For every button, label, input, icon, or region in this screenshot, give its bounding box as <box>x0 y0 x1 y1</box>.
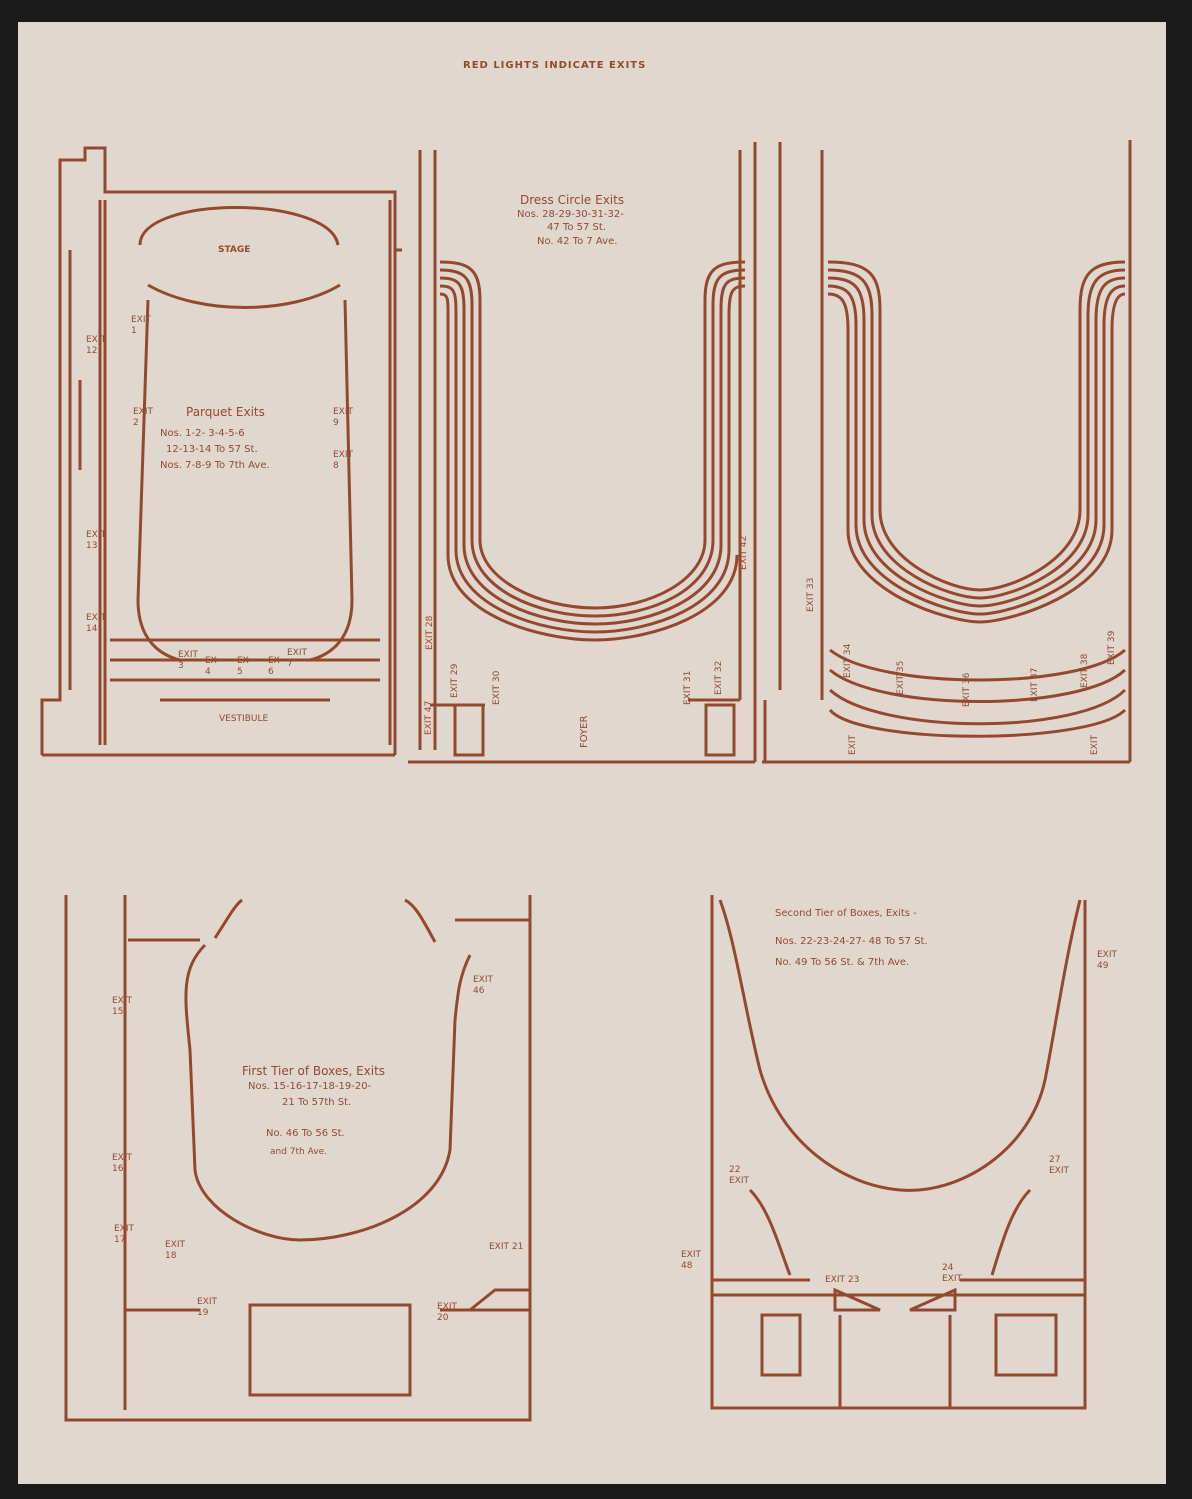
vestibule-label: VESTIBULE <box>219 714 269 724</box>
second-tier-line-2: No. 49 To 56 St. & 7th Ave. <box>775 957 910 968</box>
page-header: RED LIGHTS INDICATE EXITS <box>463 60 647 71</box>
exit-29: EXIT 29 <box>450 663 460 698</box>
exit-33: EXIT 33 <box>806 577 816 612</box>
exit-48: EXIT 48 <box>681 1250 702 1272</box>
exit-23: EXIT 23 <box>825 1275 860 1285</box>
exit-20: EXIT 20 <box>437 1302 458 1324</box>
balcony-plan <box>762 140 1132 764</box>
exit-24: 24 EXIT <box>942 1263 963 1285</box>
exit-4: EX 4 <box>205 656 217 678</box>
exit-9: EXIT 9 <box>333 407 354 429</box>
first-tier-line-1: Nos. 15-16-17-18-19-20- <box>248 1081 372 1092</box>
exit-27: 27 EXIT <box>1049 1155 1070 1177</box>
exit-6: EX 6 <box>268 656 280 678</box>
exit-31: EXIT 31 <box>683 670 693 705</box>
program-page <box>18 22 1166 1484</box>
exit-21: EXIT 21 <box>489 1242 524 1252</box>
exit-16: EXIT 16 <box>112 1153 133 1175</box>
exit-36: EXIT 36 <box>962 672 972 707</box>
exit-32: EXIT 32 <box>714 660 724 695</box>
exit-46: EXIT 46 <box>473 975 494 997</box>
exit-30: EXIT 30 <box>492 670 502 705</box>
first-tier-title: First Tier of Boxes, Exits <box>242 1064 386 1078</box>
exit-18: EXIT 18 <box>165 1240 186 1262</box>
first-tier-line-2: 21 To 57th St. <box>282 1097 352 1108</box>
first-tier-line-3: No. 46 To 56 St. <box>266 1128 345 1139</box>
exit-balcony-left: EXIT <box>848 734 858 755</box>
dress-circle-line-1: Nos. 28-29-30-31-32- <box>517 209 624 220</box>
exit-12: EXIT 12 <box>86 335 107 357</box>
dress-circle-line-3: No. 42 To 7 Ave. <box>537 236 618 247</box>
exit-49: EXIT 49 <box>1097 950 1118 972</box>
exit-15: EXIT 15 <box>112 996 133 1018</box>
dress-circle-title: Dress Circle Exits <box>520 193 625 207</box>
parquet-title: Parquet Exits <box>186 405 265 419</box>
parquet-line-1: Nos. 1-2- 3-4-5-6 <box>160 428 245 439</box>
exit-22: 22 EXIT <box>729 1165 750 1187</box>
foyer-label: FOYER <box>579 715 590 748</box>
exit-balcony-right: EXIT <box>1090 734 1100 755</box>
second-tier-plan <box>710 895 1087 1410</box>
exit-37: EXIT 37 <box>1030 667 1040 702</box>
second-tier-line-1: Nos. 22-23-24-27- 48 To 57 St. <box>775 936 928 947</box>
stage-label: STAGE <box>218 245 251 255</box>
exit-1: EXIT 1 <box>131 315 152 337</box>
exit-7: EXIT 7 <box>287 648 308 670</box>
exit-19: EXIT 19 <box>197 1297 218 1319</box>
first-tier-plan <box>64 895 532 1422</box>
exit-17: EXIT 17 <box>114 1224 135 1246</box>
exit-47: EXIT 47 <box>424 700 434 735</box>
exit-34: EXIT 34 <box>843 643 853 678</box>
second-tier-title: Second Tier of Boxes, Exits - <box>775 908 917 919</box>
dress-circle-plan <box>408 142 757 764</box>
exit-42: EXIT 42 <box>739 535 749 570</box>
exit-2: EXIT 2 <box>133 407 154 429</box>
parquet-plan <box>40 146 402 757</box>
parquet-line-3: Nos. 7-8-9 To 7th Ave. <box>160 460 270 471</box>
exit-14: EXIT 14 <box>86 613 107 635</box>
parquet-line-2: 12-13-14 To 57 St. <box>166 444 258 455</box>
dress-circle-line-2: 47 To 57 St. <box>547 222 606 233</box>
exit-3: EXIT 3 <box>178 650 199 672</box>
exit-13: EXIT 13 <box>86 530 107 552</box>
exit-28: EXIT 28 <box>425 615 435 650</box>
exit-35: EXIT 35 <box>896 660 906 695</box>
exit-38: EXIT 38 <box>1080 653 1090 688</box>
exit-5: EX 5 <box>237 656 249 678</box>
exit-8: EXIT 8 <box>333 450 354 472</box>
exit-39: EXIT 39 <box>1107 630 1117 665</box>
first-tier-line-4: and 7th Ave. <box>270 1147 327 1157</box>
